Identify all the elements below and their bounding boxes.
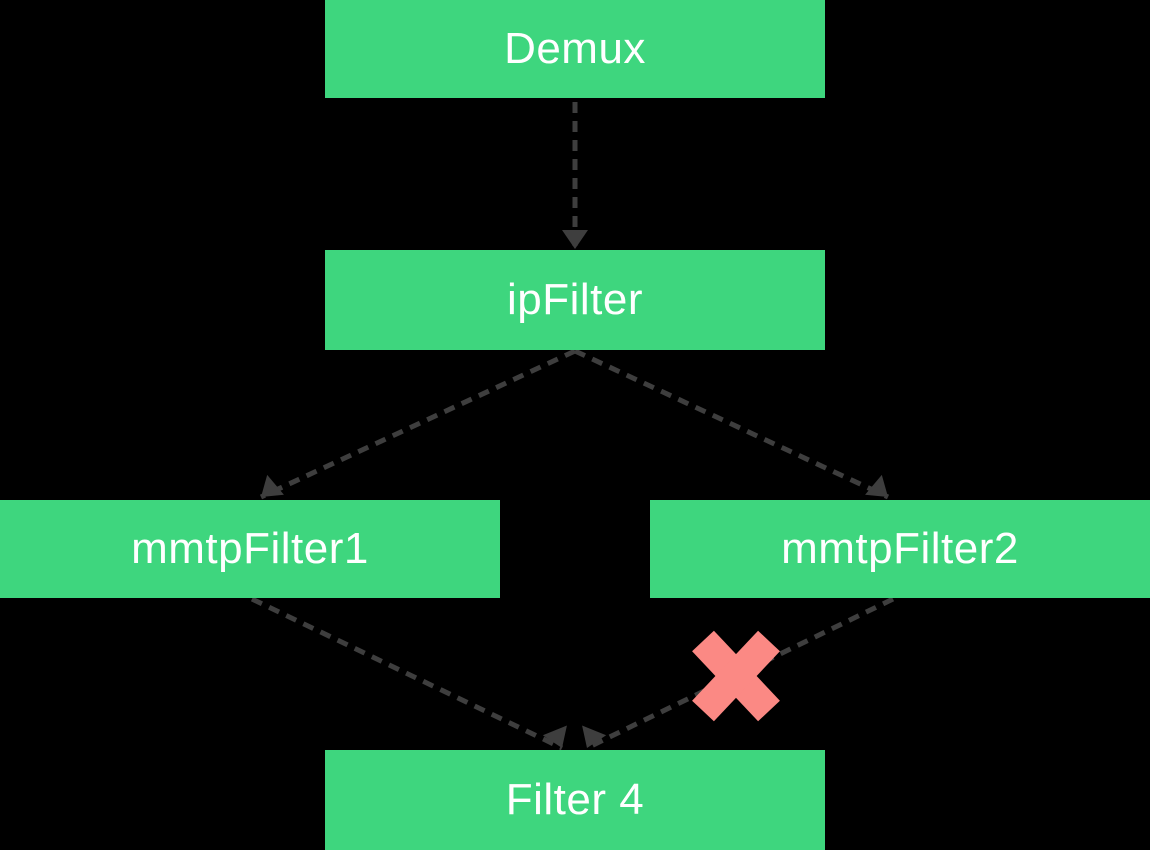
node-filter4: Filter 4 [325, 750, 825, 850]
arrowhead-icon [582, 725, 607, 748]
edge-demux-to-ipfilter [562, 102, 588, 249]
edge-mmtpfilter2-to-filter4 [582, 596, 895, 751]
arrowhead-icon [865, 474, 888, 497]
arrowhead-icon [562, 230, 588, 249]
edge-ipfilter-to-mmtpfilter2 [573, 348, 890, 500]
edge-line [573, 348, 890, 500]
edge-ipfilter-to-mmtpfilter1 [259, 348, 577, 500]
arrowhead-icon [542, 725, 567, 748]
blocked-cross-icon [692, 630, 780, 722]
edge-line [259, 348, 577, 500]
edge-mmtpfilter1-to-filter4 [250, 596, 567, 751]
arrowhead-icon [261, 474, 284, 497]
edge-line [250, 596, 564, 751]
node-mmtpfilter2: mmtpFilter2 [650, 500, 1150, 598]
node-ipfilter: ipFilter [325, 250, 825, 350]
node-mmtpfilter1: mmtpFilter1 [0, 500, 500, 598]
blocked-cross-bar [692, 630, 780, 722]
node-demux: Demux [325, 0, 825, 98]
